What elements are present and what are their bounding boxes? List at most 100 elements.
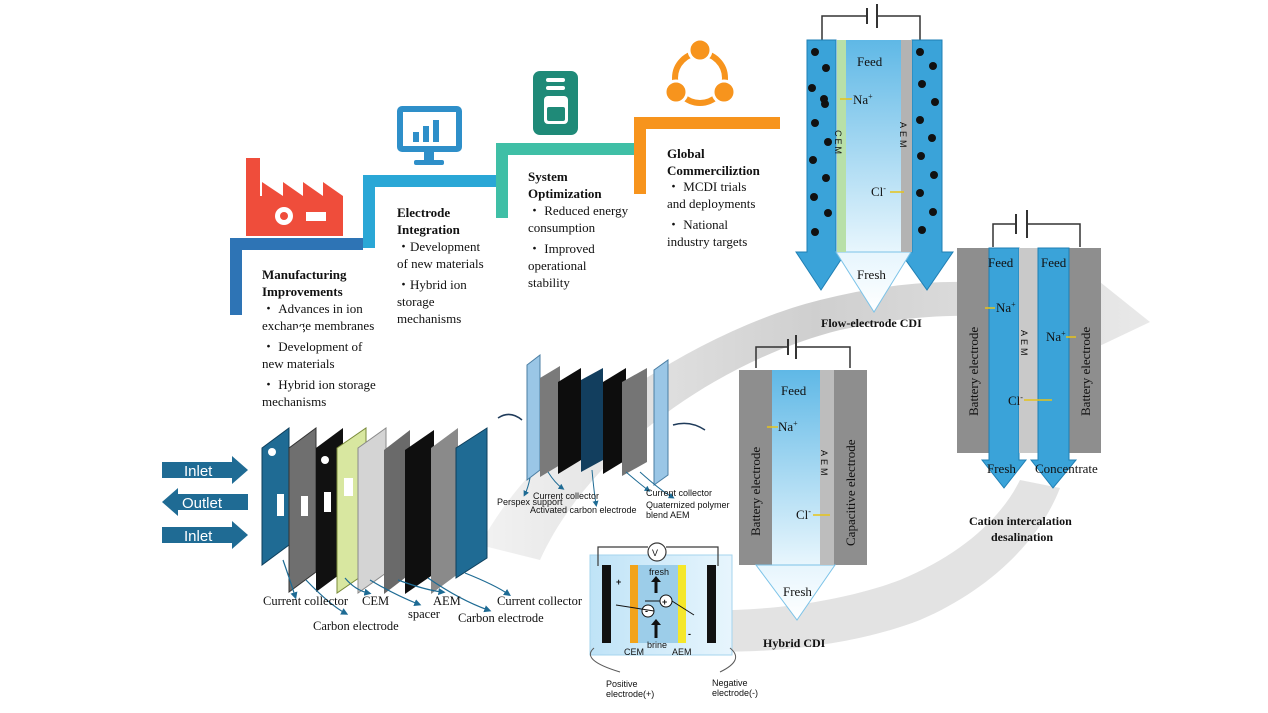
bullet-mark: ・ (262, 339, 275, 354)
svg-text:Na+: Na+ (1046, 329, 1066, 344)
svg-text:System: System (528, 169, 568, 184)
mcdi-cell-diagram: V fresh brine + - + - CEM AEM Positive e… (589, 542, 758, 699)
stack-label-carbon-electrode-left: Carbon electrode (313, 619, 399, 633)
step-2-title-line-2: Integration (397, 222, 461, 237)
svg-text:Commerciliztion: Commerciliztion (667, 163, 761, 178)
bullet-mark: ・ (528, 241, 541, 256)
svg-text:Inlet: Inlet (184, 463, 213, 480)
step-4-bullet-2-line-1: National (683, 217, 728, 232)
svg-text:mechanisms: mechanisms (397, 311, 461, 326)
svg-text:Inlet: Inlet (184, 528, 213, 545)
negative-electrode-line-2: electrode(-) (712, 688, 758, 698)
timeline-step-1-line (230, 238, 363, 315)
svg-text:of new materials: of new materials (397, 256, 484, 271)
step-1-bullet-3-line-1: Hybrid ion storage (278, 377, 376, 392)
factory-icon (246, 158, 343, 236)
fcdi-fresh: Fresh (857, 267, 886, 282)
timeline-step-3-text: System Optimization ・ Reduced energy con… (528, 169, 629, 290)
exploded-label-current-collector-left: Current collector (533, 491, 599, 501)
exploded-label-blend-aem: blend AEM (646, 510, 690, 520)
step-4-title-line-1: Global (667, 146, 705, 161)
timeline-step-4-line (634, 117, 780, 194)
svg-text:mechanisms: mechanisms (262, 394, 326, 409)
timeline-step-2-line (363, 175, 497, 248)
hcdi-anion-charge: - (808, 507, 811, 516)
svg-text:・ National: ・ National (667, 217, 728, 232)
cid-cation-right: Na (1046, 329, 1061, 344)
svg-text:Na+: Na+ (853, 92, 873, 107)
bullet-mark: ・ (397, 239, 410, 254)
svg-text:・ Hybrid ion storage: ・ Hybrid ion storage (262, 377, 376, 392)
svg-text:storage: storage (397, 294, 435, 309)
svg-text:・Hybrid ion: ・Hybrid ion (397, 277, 467, 292)
svg-text:exchange membranes: exchange membranes (262, 318, 374, 333)
outlet-arrow: Outlet (162, 488, 248, 516)
svg-text:Optimization: Optimization (528, 186, 602, 201)
svg-text:Improvements: Improvements (262, 284, 343, 299)
bullet-mark: ・ (397, 277, 410, 292)
cid-cation-charge-left: + (1011, 300, 1016, 309)
bullet-mark: ・ (262, 301, 275, 316)
svg-text:Cl-: Cl- (796, 507, 811, 522)
step-4-bullet-1-line-2: and deployments (667, 196, 755, 211)
svg-text:・Development: ・Development (397, 239, 480, 254)
cid-title-line-2: desalination (991, 530, 1053, 544)
step-1-bullet-2-line-1: Development of (278, 339, 363, 354)
svg-text:Global: Global (667, 146, 705, 161)
hcdi-fresh: Fresh (783, 584, 812, 599)
step-3-bullet-2-line-2: operational (528, 258, 587, 273)
cell-cem: CEM (624, 647, 644, 657)
hcdi-electrode-right: Capacitive electrode (843, 439, 858, 546)
bullet-mark: ・ (528, 203, 541, 218)
cid-fresh: Fresh (987, 461, 1016, 476)
step-2-bullet-2-line-2: storage (397, 294, 435, 309)
stack-label-carbon-electrode-right: Carbon electrode (458, 611, 544, 625)
svg-text:consumption: consumption (528, 220, 596, 235)
svg-text:new materials: new materials (262, 356, 335, 371)
stack-label-cem: CEM (362, 594, 389, 608)
mcdi-stack-diagram: Inlet Outlet Inlet (162, 325, 583, 633)
svg-text:industry targets: industry targets (667, 234, 747, 249)
fcdi-aem: AEM (898, 122, 908, 151)
svg-text:Outlet: Outlet (182, 495, 223, 512)
step-3-title-line-2: Optimization (528, 186, 602, 201)
step-4-title-line-2: Commerciliztion (667, 163, 761, 178)
step-3-title-line-1: System (528, 169, 568, 184)
exploded-label-activated-carbon-electrode: Activated carbon electrode (530, 505, 637, 515)
fcdi-cem: CEM (833, 130, 843, 156)
cid-electrode-right: Battery electrode (1078, 327, 1093, 416)
stack-label-current-collector-left: Current collector (263, 594, 349, 608)
stack-label-spacer: spacer (408, 607, 441, 621)
step-3-bullet-2-line-3: stability (528, 275, 570, 290)
svg-text:・ Advances in ion: ・ Advances in ion (262, 301, 363, 316)
voltmeter-label: V (652, 548, 658, 558)
hcdi-feed: Feed (781, 383, 807, 398)
step-2-title-line-1: Electrode (397, 205, 450, 220)
fcdi-anion: Cl (871, 184, 884, 199)
timeline-step-3-line (496, 143, 635, 218)
svg-text:and deployments: and deployments (667, 196, 755, 211)
beaker-icon (533, 71, 578, 135)
fcdi-cation: Na (853, 92, 868, 107)
svg-text:Na+: Na+ (996, 300, 1016, 315)
positive-electrode-line-1: Positive (606, 679, 638, 689)
stack-label-aem: AEM (433, 594, 461, 608)
cell-fresh: fresh (649, 567, 669, 577)
cid-anion: Cl (1008, 393, 1021, 408)
svg-text:Electrode: Electrode (397, 205, 450, 220)
exploded-label-quaternized-polymer: Quaternized polymer (646, 500, 730, 510)
svg-text:stability: stability (528, 275, 570, 290)
cid-anion-charge: - (1020, 393, 1023, 402)
cell-plus-center: + (662, 597, 667, 607)
svg-text:・ Reduced energy: ・ Reduced energy (528, 203, 629, 218)
step-1-bullet-1-line-1: Advances in ion (278, 301, 363, 316)
cell-minus-center: - (645, 606, 648, 616)
step-4-bullet-2-line-2: industry targets (667, 234, 747, 249)
bullet-mark: ・ (667, 179, 680, 194)
hcdi-cation-charge: + (793, 419, 798, 428)
negative-electrode-line-1: Negative (712, 678, 748, 688)
stack-label-current-collector-right: Current collector (497, 594, 583, 608)
step-1-bullet-3-line-2: mechanisms (262, 394, 326, 409)
hcdi-anion: Cl (796, 507, 809, 522)
